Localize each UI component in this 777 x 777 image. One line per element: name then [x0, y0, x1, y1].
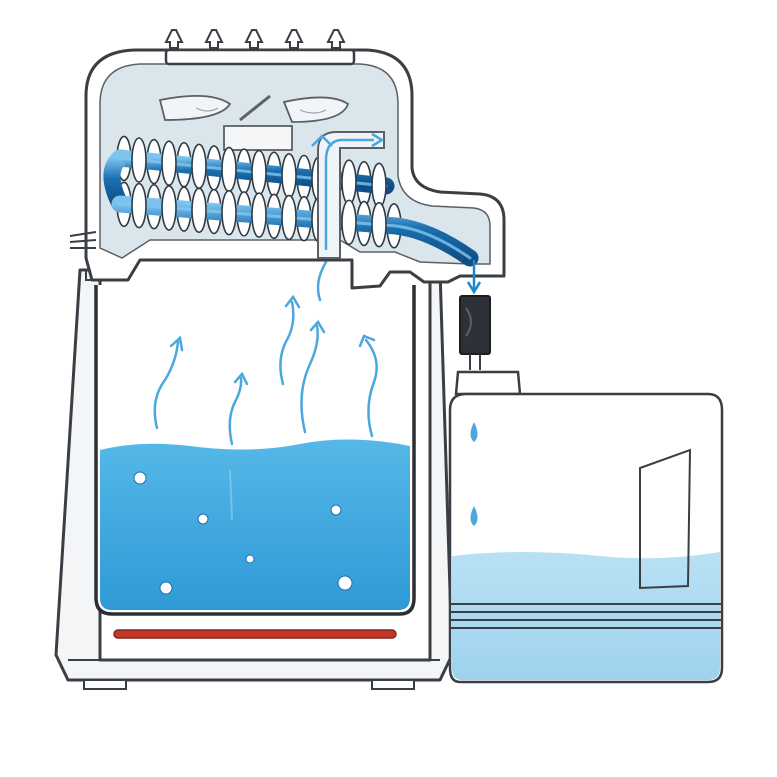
cooling-fin	[371, 162, 387, 209]
cooling-fin	[341, 199, 357, 246]
bubble	[133, 471, 147, 485]
cooling-fin	[191, 143, 207, 190]
collection-jug	[448, 370, 724, 684]
bubbles	[133, 471, 353, 595]
bubble	[330, 504, 342, 516]
jug-handle	[639, 448, 692, 590]
exhaust-arrow-icon	[204, 29, 224, 49]
top-vent	[164, 48, 356, 66]
water-drop-icon	[470, 422, 478, 442]
cooling-fin	[221, 189, 237, 236]
cooling-fin	[131, 137, 147, 183]
vent-lines-icon	[69, 231, 97, 249]
cooling-fan	[158, 94, 350, 151]
distillate-outlet	[459, 260, 491, 370]
steam-inlet-pipe	[311, 131, 385, 259]
cooling-fin	[281, 152, 297, 199]
steam-wisp	[153, 335, 184, 430]
steam-wisp	[316, 260, 328, 302]
bubble	[197, 513, 209, 525]
cooling-fin	[161, 140, 177, 186]
exhaust-arrows	[164, 29, 346, 49]
steam-wisp	[358, 334, 378, 438]
jug-grip-lines	[450, 603, 722, 629]
cooling-fin	[221, 146, 237, 193]
distilled-water	[452, 552, 720, 680]
cooling-fin	[251, 149, 267, 196]
exhaust-arrow-icon	[284, 29, 304, 49]
heating-element	[113, 629, 397, 639]
steam-wisps	[153, 260, 378, 446]
foot-right	[371, 679, 415, 690]
cooling-fin	[341, 159, 357, 205]
foot-left	[83, 679, 127, 690]
jug-cap	[454, 370, 522, 396]
falling-drops	[470, 422, 478, 526]
cooling-fin	[371, 201, 387, 248]
cooling-fin	[281, 194, 297, 241]
exhaust-arrow-icon	[164, 29, 184, 49]
cooling-fin	[131, 182, 147, 229]
bubble	[337, 575, 353, 591]
boiling-water	[100, 439, 410, 610]
bubble	[245, 554, 255, 564]
boiling-chamber	[94, 285, 416, 616]
steam-wisp	[300, 319, 326, 434]
cooling-fin	[161, 185, 177, 231]
exhaust-arrow-icon	[244, 29, 264, 49]
cooling-fin	[191, 187, 207, 234]
exhaust-arrow-icon	[326, 29, 346, 49]
filter-cartridge	[459, 295, 491, 355]
steam-wisp	[279, 294, 301, 386]
bubble	[159, 581, 173, 595]
steam-wisp	[228, 371, 249, 446]
condenser-coil	[103, 135, 479, 267]
water-drop-icon	[470, 506, 478, 526]
fan-motor	[223, 125, 293, 151]
cooling-fin	[251, 192, 267, 238]
